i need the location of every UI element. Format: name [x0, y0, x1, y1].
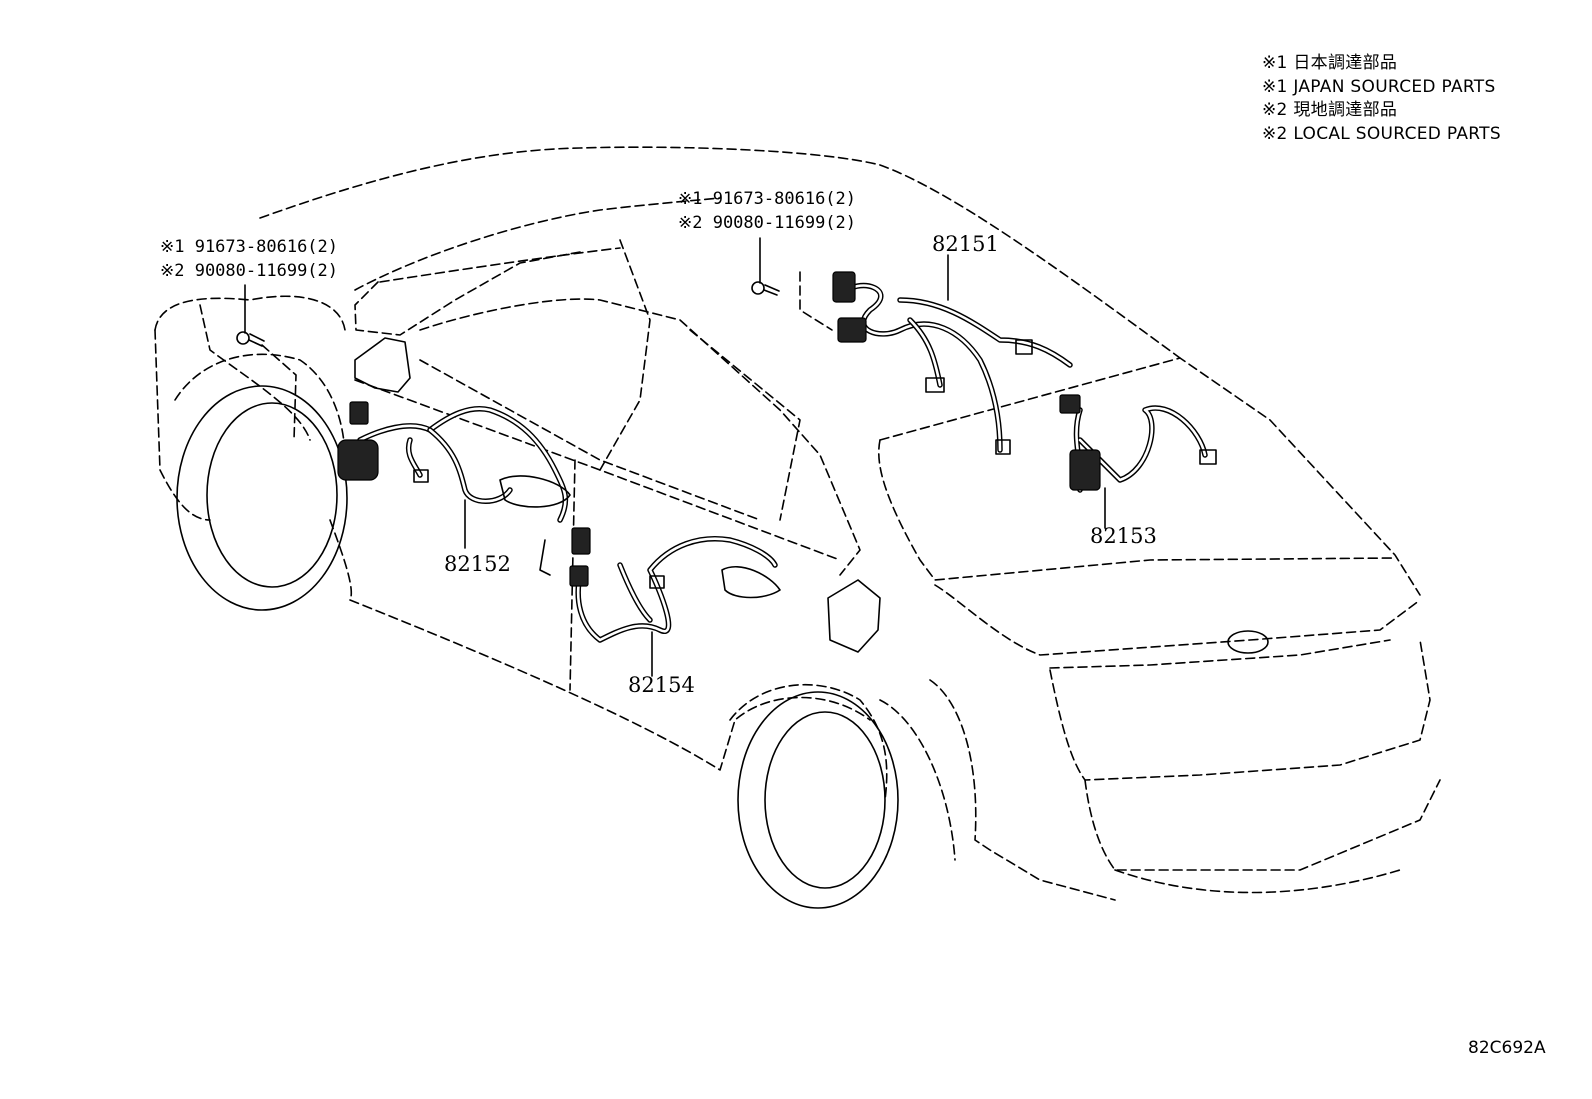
left-bolt: [236, 284, 297, 441]
top-bolt: [751, 237, 833, 331]
legend-line-local-en: ※2 LOCAL SOURCED PARTS: [1262, 123, 1501, 144]
left-bolt-part-japan: ※1 91673-80616(2): [160, 237, 339, 257]
car-body-outline: [154, 146, 1441, 901]
part-label-82153: 82153: [1090, 524, 1157, 548]
part-label-82154: 82154: [628, 673, 695, 697]
rear-wheel: [729, 683, 899, 909]
legend-line-local-jp: ※2 現地調達部品: [1262, 100, 1398, 120]
part-label-82151: 82151: [932, 232, 999, 256]
front-wheel: [174, 353, 348, 611]
left-bolt-callout: ※1 91673-80616(2) ※2 90080-11699(2): [160, 235, 338, 283]
illustration-code: 82C692A: [1468, 1038, 1546, 1058]
part-label-82152: 82152: [444, 552, 511, 576]
left-bolt-part-local: ※2 90080-11699(2): [160, 261, 339, 281]
top-bolt-callout: ※1 91673-80616(2) ※2 90080-11699(2): [678, 187, 856, 235]
harness-82154: [569, 527, 781, 677]
legend-line-japan-en: ※1 JAPAN SOURCED PARTS: [1262, 76, 1496, 97]
harness-82152: [337, 401, 571, 576]
legend: ※1 日本調達部品 ※1 JAPAN SOURCED PARTS ※2 現地調達…: [1262, 52, 1501, 146]
top-bolt-part-japan: ※1 91673-80616(2): [678, 189, 857, 209]
harness-82151: [832, 254, 1073, 455]
legend-line-japan-jp: ※1 日本調達部品: [1262, 53, 1398, 73]
harness-82153: [1059, 394, 1217, 529]
top-bolt-part-local: ※2 90080-11699(2): [678, 213, 857, 233]
